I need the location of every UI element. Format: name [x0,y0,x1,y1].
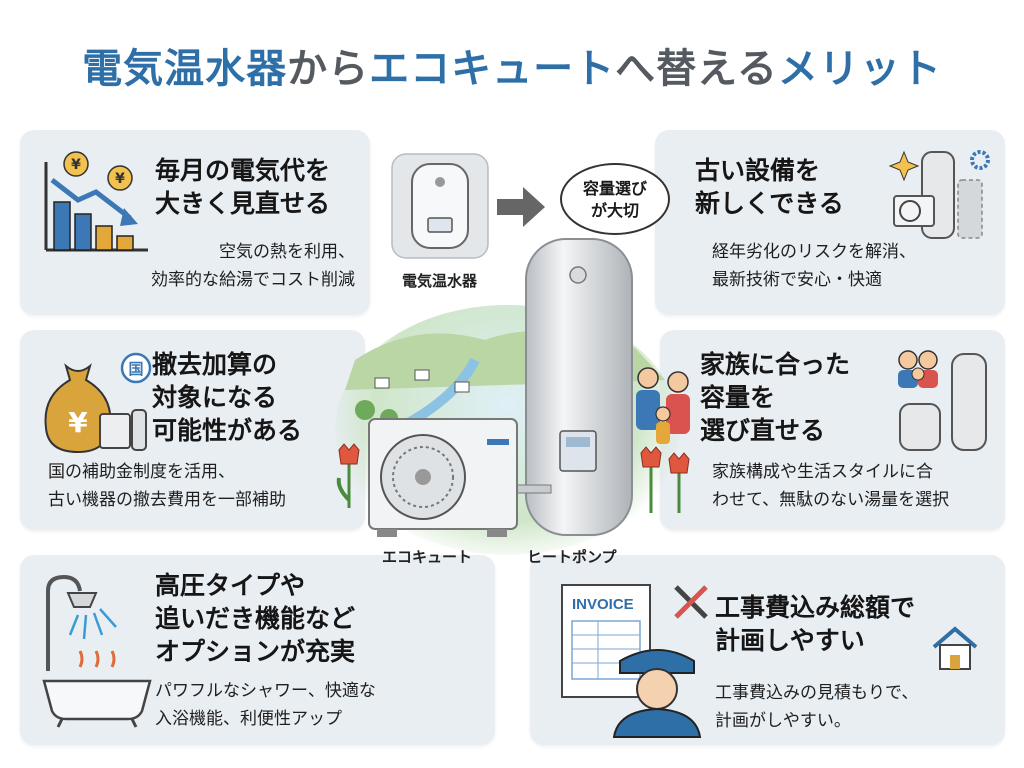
heading-line: 可能性がある [152,416,303,445]
heading-line: 工事費込み総額で [715,593,916,622]
heading-line: 高圧タイプや [155,571,306,600]
card-family-capacity: 家族に合った 容量を 選び直せる 家族構成や生活スタイルに合 わせて、無駄のない… [660,330,1005,530]
invoice-worker-icon: INVOICE [561,584,708,738]
card-description: 家族構成や生活スタイルに合 わせて、無駄のない湯量を選択 [712,458,949,514]
family-illustration [636,367,690,444]
arrow-right-icon [497,187,545,227]
title-part-replace: へ替える [615,46,778,92]
heading-line: 選び直せる [700,416,826,445]
title-part-water-heater: 電気温水器 [82,46,288,92]
heading-line: 大きく見直せる [155,189,331,218]
heading-line: 容量を [700,383,776,412]
card-heading: 工事費込み総額で 計画しやすい [715,591,915,657]
bubble-line: が大切 [590,201,639,220]
heat-pump-unit-icon [368,418,552,537]
shower-bathtub-icon [42,574,152,728]
coin-symbol-2: ¥ [115,171,125,187]
money-bag-icon: ¥ 国 [44,352,152,454]
title-part-merit: メリット [777,46,942,92]
description-line: 計画がしやすい。 [715,711,851,731]
description-line: 最新技術で安心・快適 [712,270,882,290]
description-line: わせて、無駄のない湯量を選択 [712,490,950,510]
title-part-ecocute: エコキュート [369,46,616,92]
card-heading: 家族に合った 容量を 選び直せる [700,348,850,447]
title-part-from: から [287,46,370,92]
coin-symbol-1: ¥ [71,157,81,173]
card-electricity-cost: ¥ ¥ 毎月の電気代を 大きく見直せる 空気の熱を利用、 効率的な給湯でコスト削… [20,130,370,315]
description-line: 国の補助金制度を活用、 [48,462,235,482]
tulip-left-icon [336,443,360,508]
card-description: パワフルなシャワー、快適な 入浴機能、利便性アップ [155,677,376,733]
card-subsidy: ¥ 国 撤去加算の 対象になる 可能性がある 国の補助金制度を活用、 古い機器の… [20,330,365,530]
card-heading: 毎月の電気代を 大きく見直せる [155,154,330,220]
card-description: 空気の熱を利用、 効率的な給湯でコスト削減 [70,238,355,294]
description-line: 空気の熱を利用、 [219,242,355,262]
heading-line: 追いだき機能など [155,604,356,633]
description-line: パワフルなシャワー、快適な [155,681,376,701]
bubble-line: 容量選び [582,179,647,198]
heading-line: 毎月の電気代を [155,156,331,185]
water-heater-label: 電気温水器 [402,272,478,290]
heading-line: 計画しやすい [715,626,865,655]
card-heading: 古い設備を 新しくできる [695,154,844,220]
description-line: 家族構成や生活スタイルに合 [712,462,933,482]
family-tanks-icon [898,350,987,451]
card-heading: 撤去加算の 対象になる 可能性がある [152,348,302,447]
ecocute-label: エコキュート [382,548,473,566]
country-badge: 国 [128,360,143,378]
electric-water-heater-icon [391,153,489,259]
card-description: 工事費込みの見積もりで、 計画がしやすい。 [715,679,918,735]
bag-yen-symbol: ¥ [68,406,88,439]
description-line: 古い機器の撤去費用を一部補助 [48,490,286,510]
description-line: 効率的な給湯でコスト削減 [151,270,355,290]
house-icon [932,626,978,670]
heading-line: 対象になる [152,383,278,412]
tulip-right-icon [640,446,690,513]
cost-down-chart-icon: ¥ ¥ [44,151,148,252]
card-heading: 高圧タイプや 追いだき機能など オプションが充実 [155,569,355,668]
heading-line: オプションが充実 [155,637,356,666]
page-title: 電気温水器からエコキュートへ替えるメリット [0,36,1024,94]
description-line: 経年劣化のリスクを解消、 [712,242,916,262]
description-line: 入浴機能、利便性アップ [155,709,342,729]
ecocute-tank-icon [525,238,633,536]
heading-line: 新しくできる [695,189,844,218]
invoice-label: INVOICE [572,596,634,613]
card-old-equipment: 古い設備を 新しくできる 経年劣化のリスクを解消、 最新技術で安心・快適 [655,130,1005,315]
heading-line: 撤去加算の [152,350,278,379]
description-line: 工事費込みの見積もりで、 [715,683,919,703]
card-construction-cost: INVOICE 工事費込み総額で 計画しやすい 工事費込みの見積もりで、 計画が… [530,555,1005,745]
card-description: 国の補助金制度を活用、 古い機器の撤去費用を一部補助 [48,458,286,514]
card-options: 高圧タイプや 追いだき機能など オプションが充実 パワフルなシャワー、快適な 入… [20,555,495,745]
heading-line: 家族に合った [700,350,851,379]
heatpump-label: ヒートポンプ [527,548,617,566]
heading-line: 古い設備を [695,156,821,185]
capacity-speech-bubble: 容量選び が大切 [560,163,670,235]
card-description: 経年劣化のリスクを解消、 最新技術で安心・快適 [712,238,916,294]
new-equipment-icon [888,150,990,239]
